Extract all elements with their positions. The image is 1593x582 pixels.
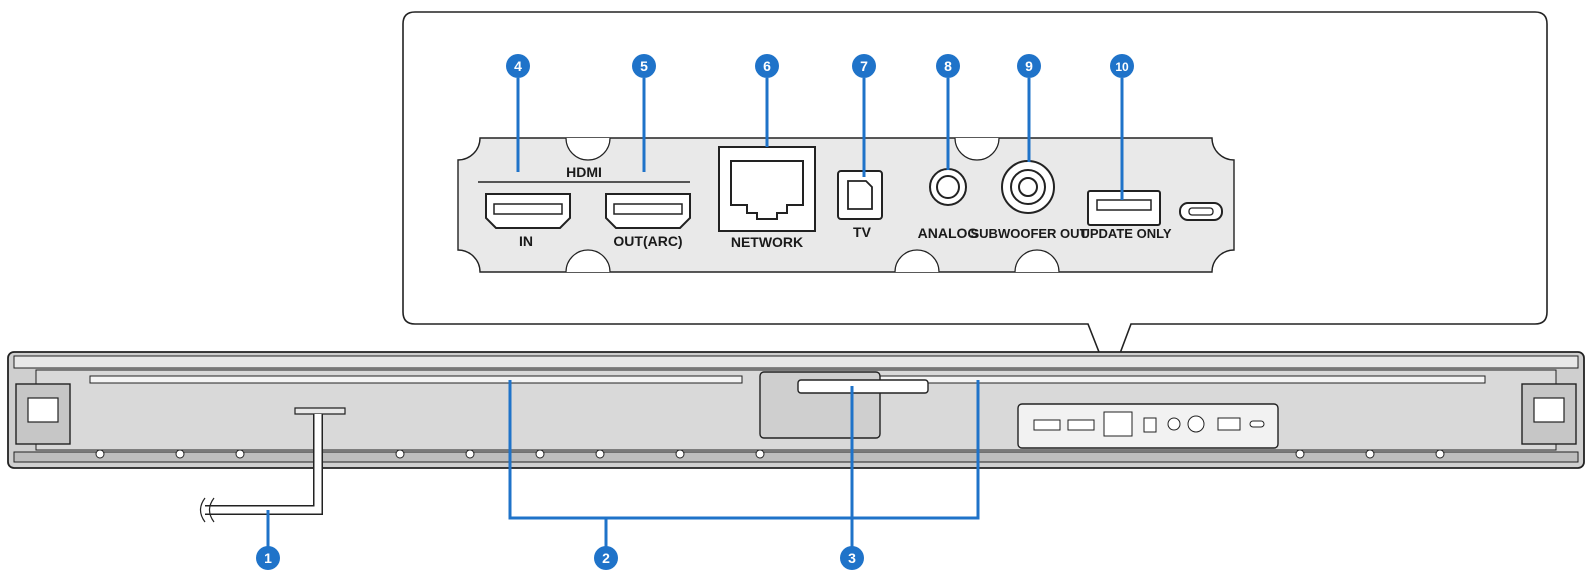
subwoofer-out-jack xyxy=(1001,160,1055,214)
callout-badge-8: 8 xyxy=(936,54,960,78)
right-end-cap xyxy=(1521,383,1577,445)
plate-notch-bottom-left xyxy=(565,249,611,273)
callout-badge-2: 2 xyxy=(594,546,618,570)
plate-notch-top-right xyxy=(954,137,1000,161)
callout-number-9: 9 xyxy=(1025,58,1033,74)
service-port xyxy=(1179,202,1223,221)
mini-connector-icons xyxy=(1033,411,1265,437)
callout-badge-4: 4 xyxy=(506,54,530,78)
hdmi-group-label: HDMI xyxy=(566,164,602,180)
callout-badge-1: 1 xyxy=(256,546,280,570)
subwoofer-out-label: SUBWOOFER OUT xyxy=(971,226,1088,241)
callout-number-2: 2 xyxy=(602,550,610,566)
soundbar-top-rail xyxy=(13,355,1579,369)
tv-optical-port xyxy=(837,170,883,220)
soundbar-body xyxy=(7,351,1585,469)
analog-label: ANALOG xyxy=(918,225,979,241)
zoom-callout: HDMI IN OUT(ARC) NETWORK TV AN xyxy=(402,11,1548,383)
leader-2 xyxy=(508,380,980,547)
hdmi-in-port xyxy=(485,193,571,229)
hdmi-out-port xyxy=(605,193,691,229)
usb-update-port xyxy=(1087,190,1161,226)
hdmi-in-label: IN xyxy=(519,233,533,249)
power-cord xyxy=(199,407,346,523)
analog-jack xyxy=(929,168,967,206)
mounting-feet xyxy=(95,449,1445,459)
top-slot-left xyxy=(89,375,743,384)
top-slot-right xyxy=(869,375,1486,384)
callout-number-4: 4 xyxy=(514,58,522,74)
callout-number-10: 10 xyxy=(1115,60,1129,74)
callout-number-6: 6 xyxy=(763,58,771,74)
hdmi-out-label: OUT(ARC) xyxy=(613,233,682,249)
network-label: NETWORK xyxy=(731,234,803,250)
left-end-cap xyxy=(15,383,71,445)
callout-number-8: 8 xyxy=(944,58,952,74)
wireless-antenna xyxy=(797,379,929,394)
callout-number-7: 7 xyxy=(860,58,868,74)
callout-badge-9: 9 xyxy=(1017,54,1041,78)
soundbar-bottom-rail xyxy=(13,451,1579,463)
update-only-label: UPDATE ONLY xyxy=(1080,226,1171,241)
callout-badge-6: 6 xyxy=(755,54,779,78)
tv-label: TV xyxy=(853,224,872,240)
network-port xyxy=(718,146,816,232)
plate-notch-top-left xyxy=(565,137,611,161)
callout-badge-7: 7 xyxy=(852,54,876,78)
callout-badge-10: 10 xyxy=(1110,54,1134,78)
plate-notch-bottom-mid xyxy=(894,249,940,273)
callout-badge-5: 5 xyxy=(632,54,656,78)
callout-number-5: 5 xyxy=(640,58,648,74)
callout-number-3: 3 xyxy=(848,550,856,566)
callout-number-1: 1 xyxy=(264,550,272,566)
callout-badge-3: 3 xyxy=(840,546,864,570)
plate-notch-bottom-right xyxy=(1014,249,1060,273)
